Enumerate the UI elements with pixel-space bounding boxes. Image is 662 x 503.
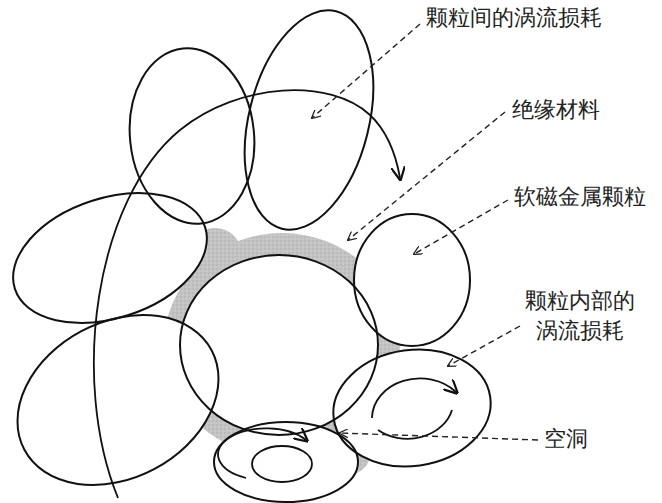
callout-label: 颗粒内部的涡流损耗	[522, 286, 639, 345]
callout-label: 空洞	[544, 424, 588, 454]
leader-line	[312, 24, 538, 440]
particle-outline	[0, 0, 498, 503]
eddy-current	[94, 90, 456, 498]
callout-label: 颗粒间的涡流损耗	[426, 3, 602, 33]
callout-label: 软磁金属颗粒	[514, 182, 646, 212]
callout-label: 绝缘材料	[512, 95, 600, 125]
particle-fill	[0, 0, 498, 503]
